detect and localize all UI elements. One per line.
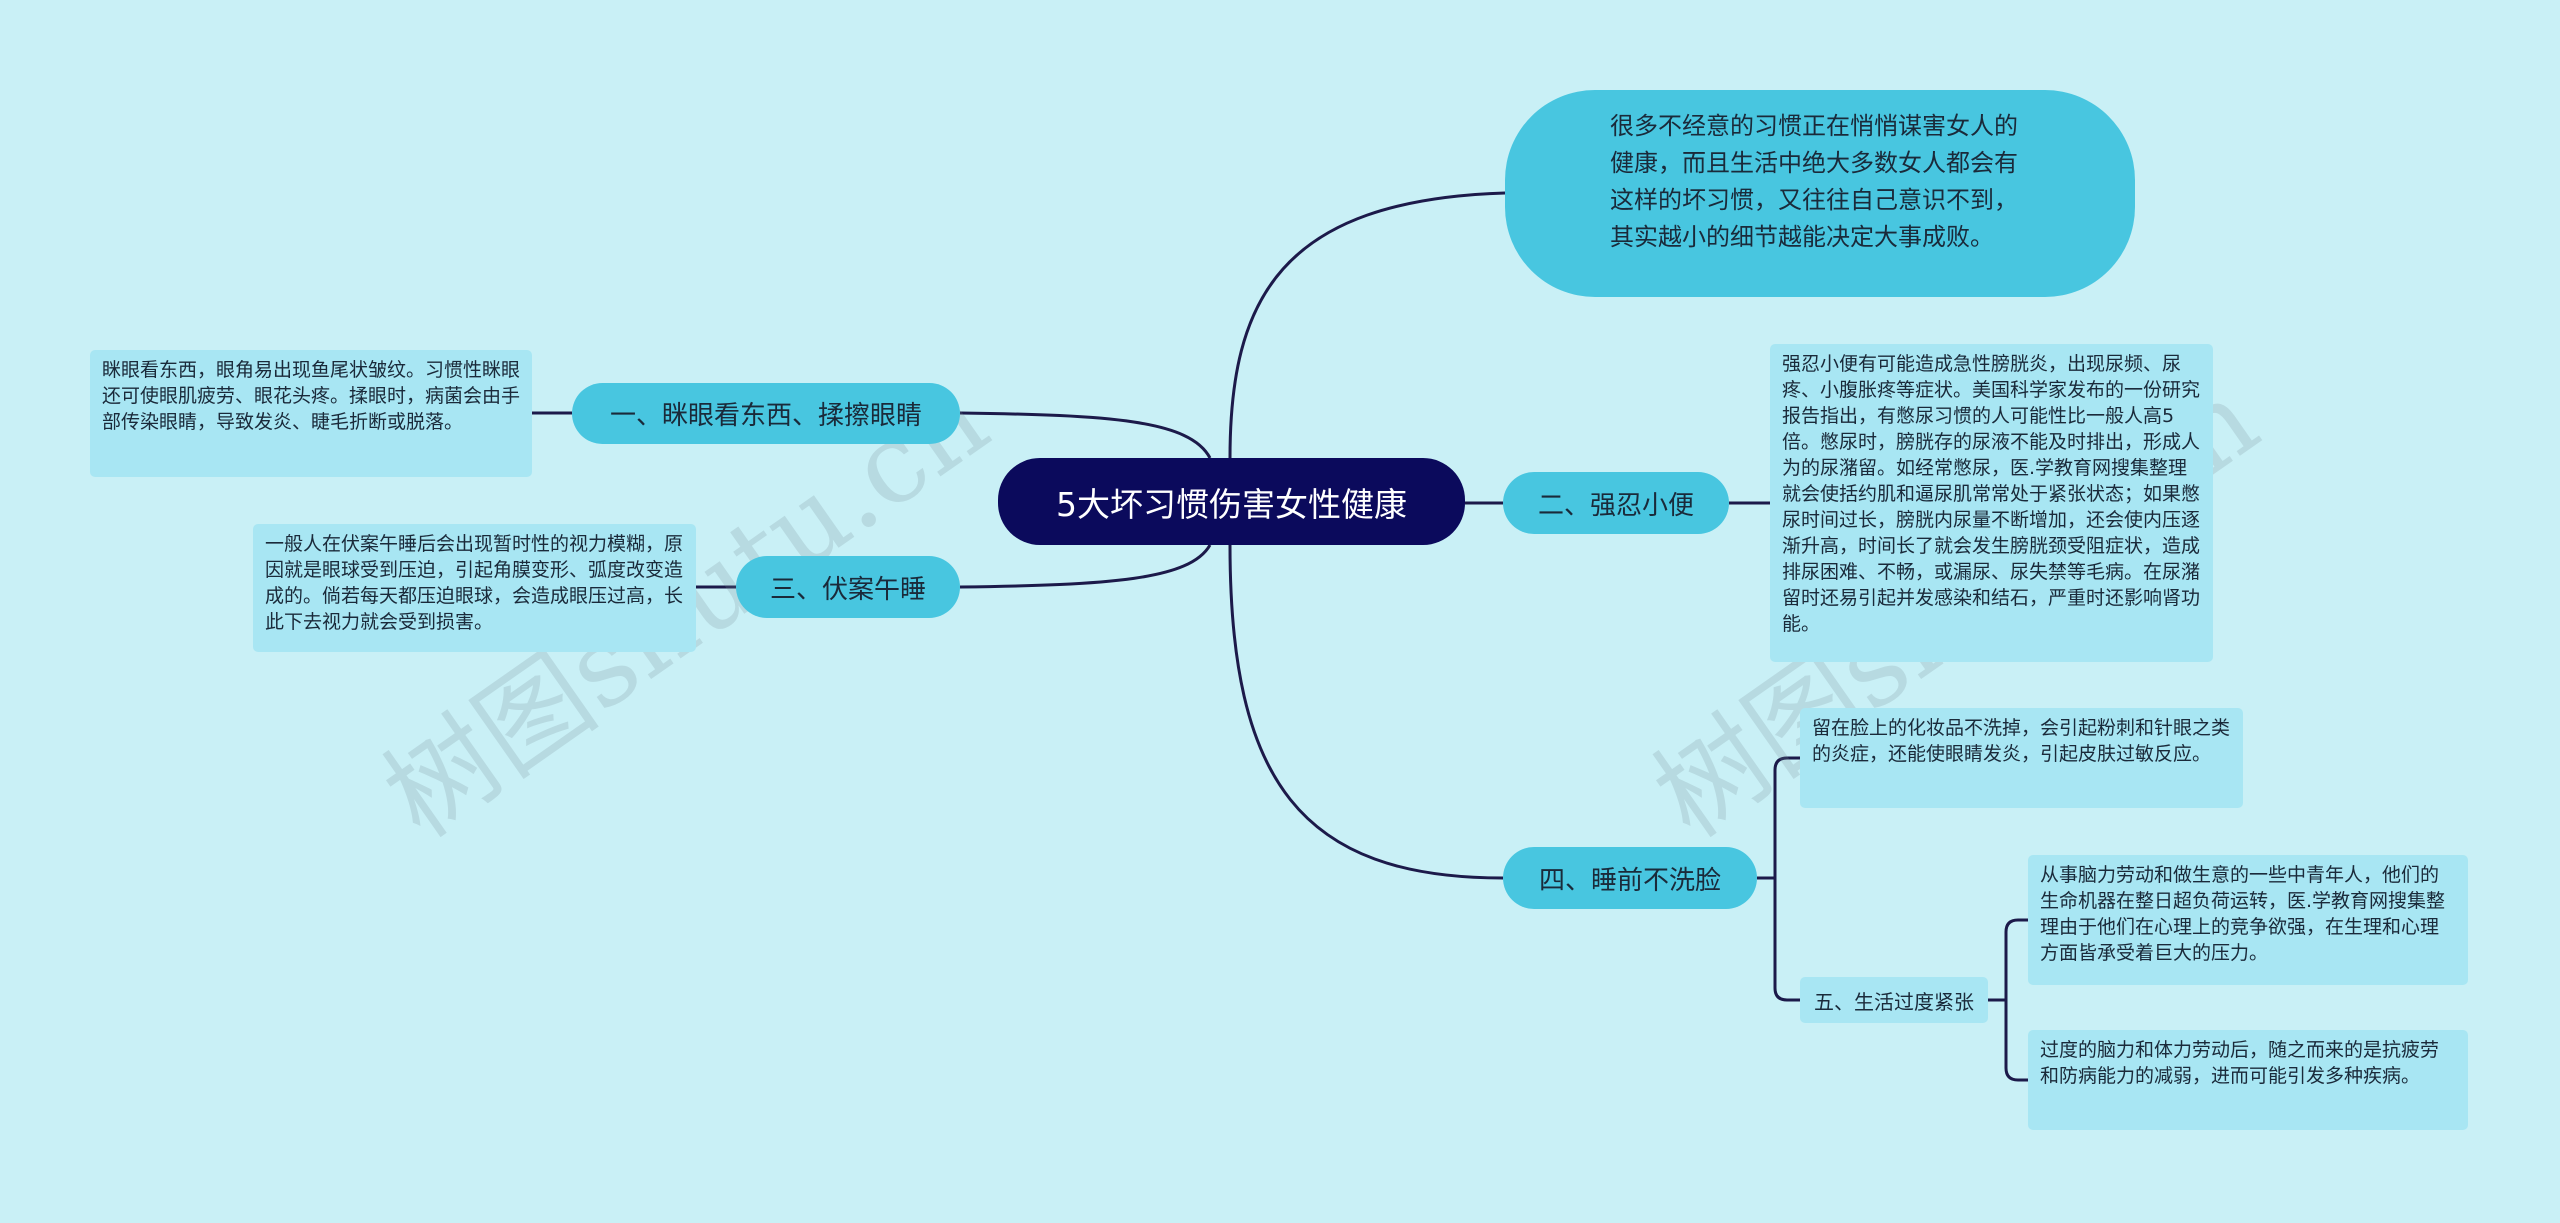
sub-branch-label: 五、生活过度紧张	[1814, 989, 1974, 1014]
detail-text-1: 眯眼看东西，眼角易出现鱼尾状皱纹。习惯性眯眼还可使眼肌疲劳、眼花头疼。揉眼时，病…	[102, 359, 521, 433]
link-root-b1	[959, 411, 1212, 459]
branch-label-4: 四、睡前不洗脸	[1538, 865, 1721, 896]
branch-label-3: 三、伏案午睡	[769, 574, 926, 605]
branch-label-1: 一、眯眼看东西、揉擦眼睛	[609, 401, 922, 431]
link-root-b4	[1228, 544, 1504, 880]
sub-branch-detail-2[interactable]: 过度的脑力和体力劳动后，随之而来的是抗疲劳和防病能力的减弱，进而可能引发多种疾病…	[2028, 1030, 2468, 1130]
link-root-b3	[959, 544, 1212, 589]
branch-detail-1[interactable]: 眯眼看东西，眼角易出现鱼尾状皱纹。习惯性眯眼还可使眼肌疲劳、眼花头疼。揉眼时，病…	[90, 350, 532, 477]
intro-node[interactable]: 很多不经意的习惯正在悄悄谋害女人的健康，而且生活中绝大多数女人都会有这样的坏习惯…	[1505, 90, 2135, 297]
branch-node-2[interactable]: 二、强忍小便	[1503, 472, 1729, 534]
root-label: 5大坏习惯伤害女性健康	[1056, 484, 1407, 524]
detail-text-4: 留在脸上的化妆品不洗掉，会引起粉刺和针眼之类的炎症，还能使眼睛发炎，引起皮肤过敏…	[1812, 717, 2231, 765]
detail-text-2: 强忍小便有可能造成急性膀胱炎，出现尿频、尿疼、小腹胀疼等症状。美国科学家发布的一…	[1782, 353, 2201, 635]
intro-text: 很多不经意的习惯正在悄悄谋害女人的健康，而且生活中绝大多数女人都会有这样的坏习惯…	[1610, 112, 2018, 251]
sub-branch-detail-1[interactable]: 从事脑力劳动和做生意的一些中青年人，他们的生命机器在整日超负荷运转，医.学教育网…	[2028, 855, 2468, 985]
branch-detail-3[interactable]: 一般人在伏案午睡后会出现暂时性的视力模糊，原因就是眼球受到压迫，引起角膜变形、弧…	[253, 524, 696, 652]
branch-label-2: 二、强忍小便	[1537, 490, 1694, 521]
branch-node-1[interactable]: 一、眯眼看东西、揉擦眼睛	[572, 383, 960, 444]
detail-text-3: 一般人在伏案午睡后会出现暂时性的视力模糊，原因就是眼球受到压迫，引起角膜变形、弧…	[265, 533, 684, 633]
sub-branch-node[interactable]: 五、生活过度紧张	[1800, 977, 1988, 1023]
branch-node-4[interactable]: 四、睡前不洗脸	[1503, 847, 1757, 909]
branch-detail-4[interactable]: 留在脸上的化妆品不洗掉，会引起粉刺和针眼之类的炎症，还能使眼睛发炎，引起皮肤过敏…	[1800, 708, 2243, 808]
branch-detail-2[interactable]: 强忍小便有可能造成急性膀胱炎，出现尿频、尿疼、小腹胀疼等症状。美国科学家发布的一…	[1770, 344, 2213, 662]
link-b4-children	[1757, 756, 1800, 1002]
sub-detail-text-2: 过度的脑力和体力劳动后，随之而来的是抗疲劳和防病能力的减弱，进而可能引发多种疾病…	[2040, 1039, 2440, 1087]
link-root-intro	[1228, 191, 1506, 459]
sub-detail-text-1: 从事脑力劳动和做生意的一些中青年人，他们的生命机器在整日超负荷运转，医.学教育网…	[2040, 864, 2446, 964]
branch-node-3[interactable]: 三、伏案午睡	[736, 556, 960, 618]
link-sub-children	[1988, 918, 2028, 1082]
root-node[interactable]: 5大坏习惯伤害女性健康	[998, 458, 1465, 545]
